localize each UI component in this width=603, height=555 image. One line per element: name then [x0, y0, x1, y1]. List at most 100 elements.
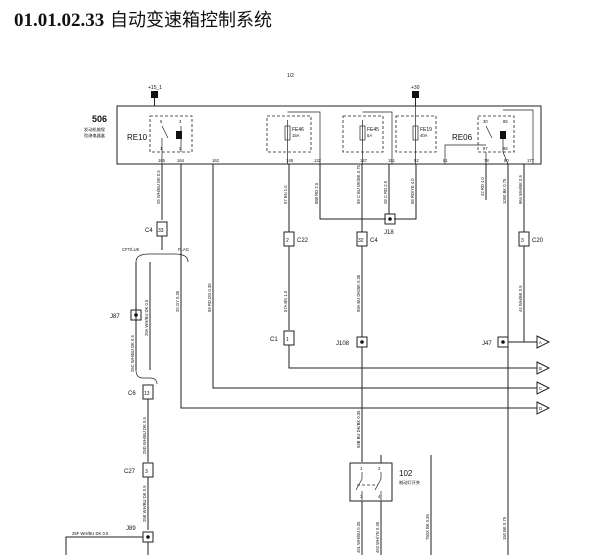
svg-text:J89: J89	[126, 526, 136, 532]
svg-text:2: 2	[378, 466, 381, 471]
ref-arrow-b: B	[536, 361, 551, 375]
svg-text:59B BU DK/BK 0.35: 59B BU DK/BK 0.35	[356, 410, 361, 448]
svg-text:102: 102	[399, 469, 413, 478]
svg-text:58 RD/YE 4.0: 58 RD/YE 4.0	[410, 178, 415, 204]
relay-re06-coil	[500, 131, 506, 139]
svg-text:42 RD 4.0: 42 RD 4.0	[480, 176, 485, 196]
svg-text:964 WH/BK 0.5: 964 WH/BK 0.5	[518, 174, 523, 204]
svg-text:C20: C20	[532, 238, 544, 244]
svg-text:1: 1	[360, 466, 363, 471]
svg-text:44 WH/BK 0.5: 44 WH/BK 0.5	[518, 285, 523, 312]
svg-text:J108: J108	[336, 341, 350, 347]
relay-re10-coil	[176, 131, 182, 139]
svg-text:57 BN 1.0: 57 BN 1.0	[283, 185, 288, 204]
svg-text:132: 132	[314, 158, 322, 163]
svg-text:462 WH/YE 0.35: 462 WH/YE 0.35	[375, 521, 380, 553]
svg-text:25E WH/BU DK 0.5: 25E WH/BU DK 0.5	[142, 485, 147, 522]
module-506-code: 506	[92, 114, 107, 124]
ref-arrow-d: D	[536, 401, 551, 415]
svg-text:C27: C27	[124, 469, 136, 475]
svg-text:78: 78	[484, 158, 489, 163]
ref-arrow-a: A	[536, 335, 551, 349]
svg-text:461 WH/BU 0.35: 461 WH/BU 0.35	[356, 521, 361, 553]
svg-text:J47: J47	[482, 341, 492, 347]
svg-text:28 C RD 2.5: 28 C RD 2.5	[383, 180, 388, 204]
svg-text:25D WH/BU DK 0.5: 25D WH/BU DK 0.5	[142, 417, 147, 454]
relay-re06-label: RE06	[452, 133, 473, 142]
variant-brace-bottom	[135, 369, 158, 385]
svg-text:59 C BU DK/BK 0.75: 59 C BU DK/BK 0.75	[356, 164, 361, 204]
svg-text:CFT/LUK: CFT/LUK	[122, 247, 140, 252]
svg-text:59A BU DK/BK 0.35: 59A BU DK/BK 0.35	[356, 274, 361, 312]
svg-text:86: 86	[503, 146, 508, 151]
svg-text:85: 85	[503, 119, 508, 124]
svg-text:C6: C6	[128, 391, 136, 397]
svg-text:25 WH/BU DK 0.5: 25 WH/BU DK 0.5	[156, 170, 161, 204]
svg-text:164: 164	[177, 158, 185, 163]
svg-text:177: 177	[527, 158, 535, 163]
fuse-fe19-frame	[395, 115, 437, 153]
brake-light-switch-102	[349, 462, 393, 502]
svg-text:57A BN 1.0: 57A BN 1.0	[283, 290, 288, 312]
svg-text:33: 33	[158, 228, 164, 234]
svg-text:2: 2	[286, 238, 289, 244]
variant-brace-top	[135, 253, 189, 263]
svg-text:20 GY 0.35: 20 GY 0.35	[175, 290, 180, 312]
svg-text:30: 30	[483, 119, 488, 124]
fuse-fe45-frame	[342, 115, 384, 153]
svg-text:40A: 40A	[420, 133, 428, 138]
power-label-30: +30	[411, 85, 420, 91]
svg-text:13: 13	[144, 391, 150, 397]
svg-text:59 RD DG 0.35: 59 RD DG 0.35	[207, 283, 212, 312]
svg-text:15A: 15A	[292, 133, 300, 138]
svg-text:C4: C4	[145, 228, 153, 234]
svg-text:888 RD 2.5: 888 RD 2.5	[314, 182, 319, 204]
section-number: 01.01.02.33	[14, 10, 105, 31]
power-node-15	[151, 91, 158, 98]
power-label-15: +15_1	[148, 85, 162, 91]
svg-text:148: 148	[286, 158, 294, 163]
svg-text:750X BK 0.35: 750X BK 0.35	[425, 513, 430, 540]
svg-text:J87: J87	[110, 314, 120, 320]
junction-j18	[384, 213, 396, 225]
svg-text:FE46: FE46	[292, 127, 304, 133]
svg-text:25F WH/BU DK 0.5: 25F WH/BU DK 0.5	[72, 531, 109, 536]
svg-text:C1: C1	[270, 337, 278, 343]
svg-text:C22: C22	[297, 238, 309, 244]
svg-text:87: 87	[483, 146, 488, 151]
module-506-name-1: 发动机舱保	[84, 126, 106, 133]
svg-text:4: 4	[378, 494, 381, 499]
svg-text:3: 3	[360, 494, 363, 499]
svg-text:81: 81	[443, 158, 448, 163]
module-506-box	[116, 105, 542, 165]
svg-text:32: 32	[358, 238, 364, 244]
svg-text:1: 1	[160, 146, 163, 151]
svg-text:150 BK 0.75: 150 BK 0.75	[502, 516, 507, 540]
svg-text:制动灯开关: 制动灯开关	[399, 479, 420, 486]
svg-text:2: 2	[179, 146, 182, 151]
svg-text:FE19: FE19	[420, 127, 432, 133]
fuse-fe46-frame	[266, 115, 312, 153]
svg-text:D: D	[539, 406, 542, 411]
svg-text:B: B	[539, 366, 542, 371]
svg-text:147: 147	[360, 158, 368, 163]
svg-text:FLAG: FLAG	[178, 247, 189, 252]
svg-text:C: C	[539, 386, 542, 391]
page-number: 1/2	[287, 73, 294, 79]
svg-text:5: 5	[160, 119, 163, 124]
power-node-30	[412, 91, 419, 98]
svg-text:FE45: FE45	[367, 127, 379, 133]
relay-re10	[149, 115, 193, 153]
svg-text:J18: J18	[384, 230, 394, 236]
relay-re06	[477, 115, 515, 153]
svg-text:A: A	[539, 340, 542, 345]
page-title: 01.01.02.33 自动变速箱控制系统	[14, 6, 272, 32]
svg-text:1050 BK 0.75: 1050 BK 0.75	[502, 178, 507, 204]
module-506-name-2: 险继电器盒	[84, 132, 106, 139]
section-title: 自动变速箱控制系统	[109, 10, 272, 31]
svg-text:3: 3	[145, 469, 148, 475]
svg-text:25A WH/BU DK 0.5: 25A WH/BU DK 0.5	[144, 299, 149, 336]
svg-text:5A: 5A	[367, 133, 372, 138]
svg-text:3: 3	[521, 238, 524, 244]
